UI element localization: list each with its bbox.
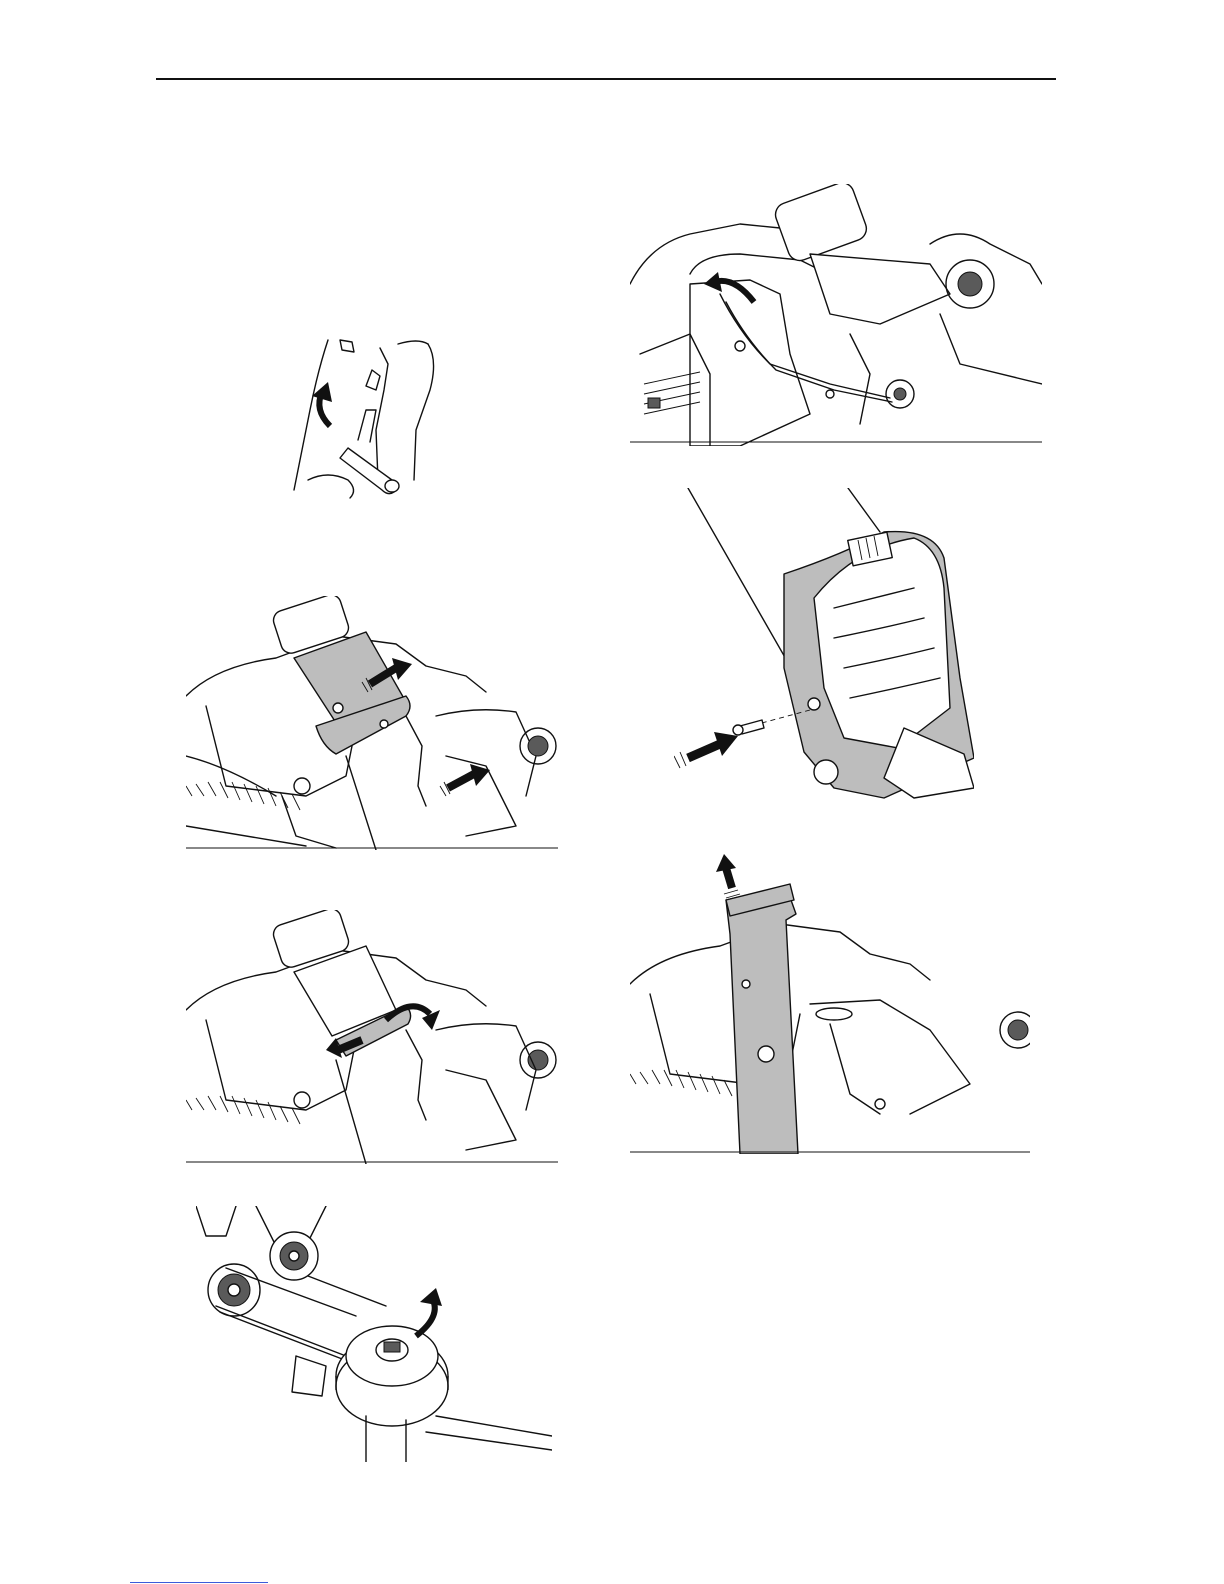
push-arrow-icon [440,764,490,796]
figure-chute-pull-illustration [186,596,558,850]
figure-lever-illustration [288,330,448,500]
figure-engine-top-illustration [630,184,1042,446]
up-arrow-icon [716,854,740,898]
figure-chute-lift-illustration [630,854,1030,1154]
footer-link-underline [130,1582,268,1583]
header-rule [156,78,1056,80]
figure-auger-bolt-illustration [674,488,974,812]
push-arrow-icon [674,732,738,768]
figure-chute-rotate-illustration [186,910,558,1164]
figure-pulley-illustration [196,1206,552,1462]
rotate-arrow-icon [416,1288,442,1336]
